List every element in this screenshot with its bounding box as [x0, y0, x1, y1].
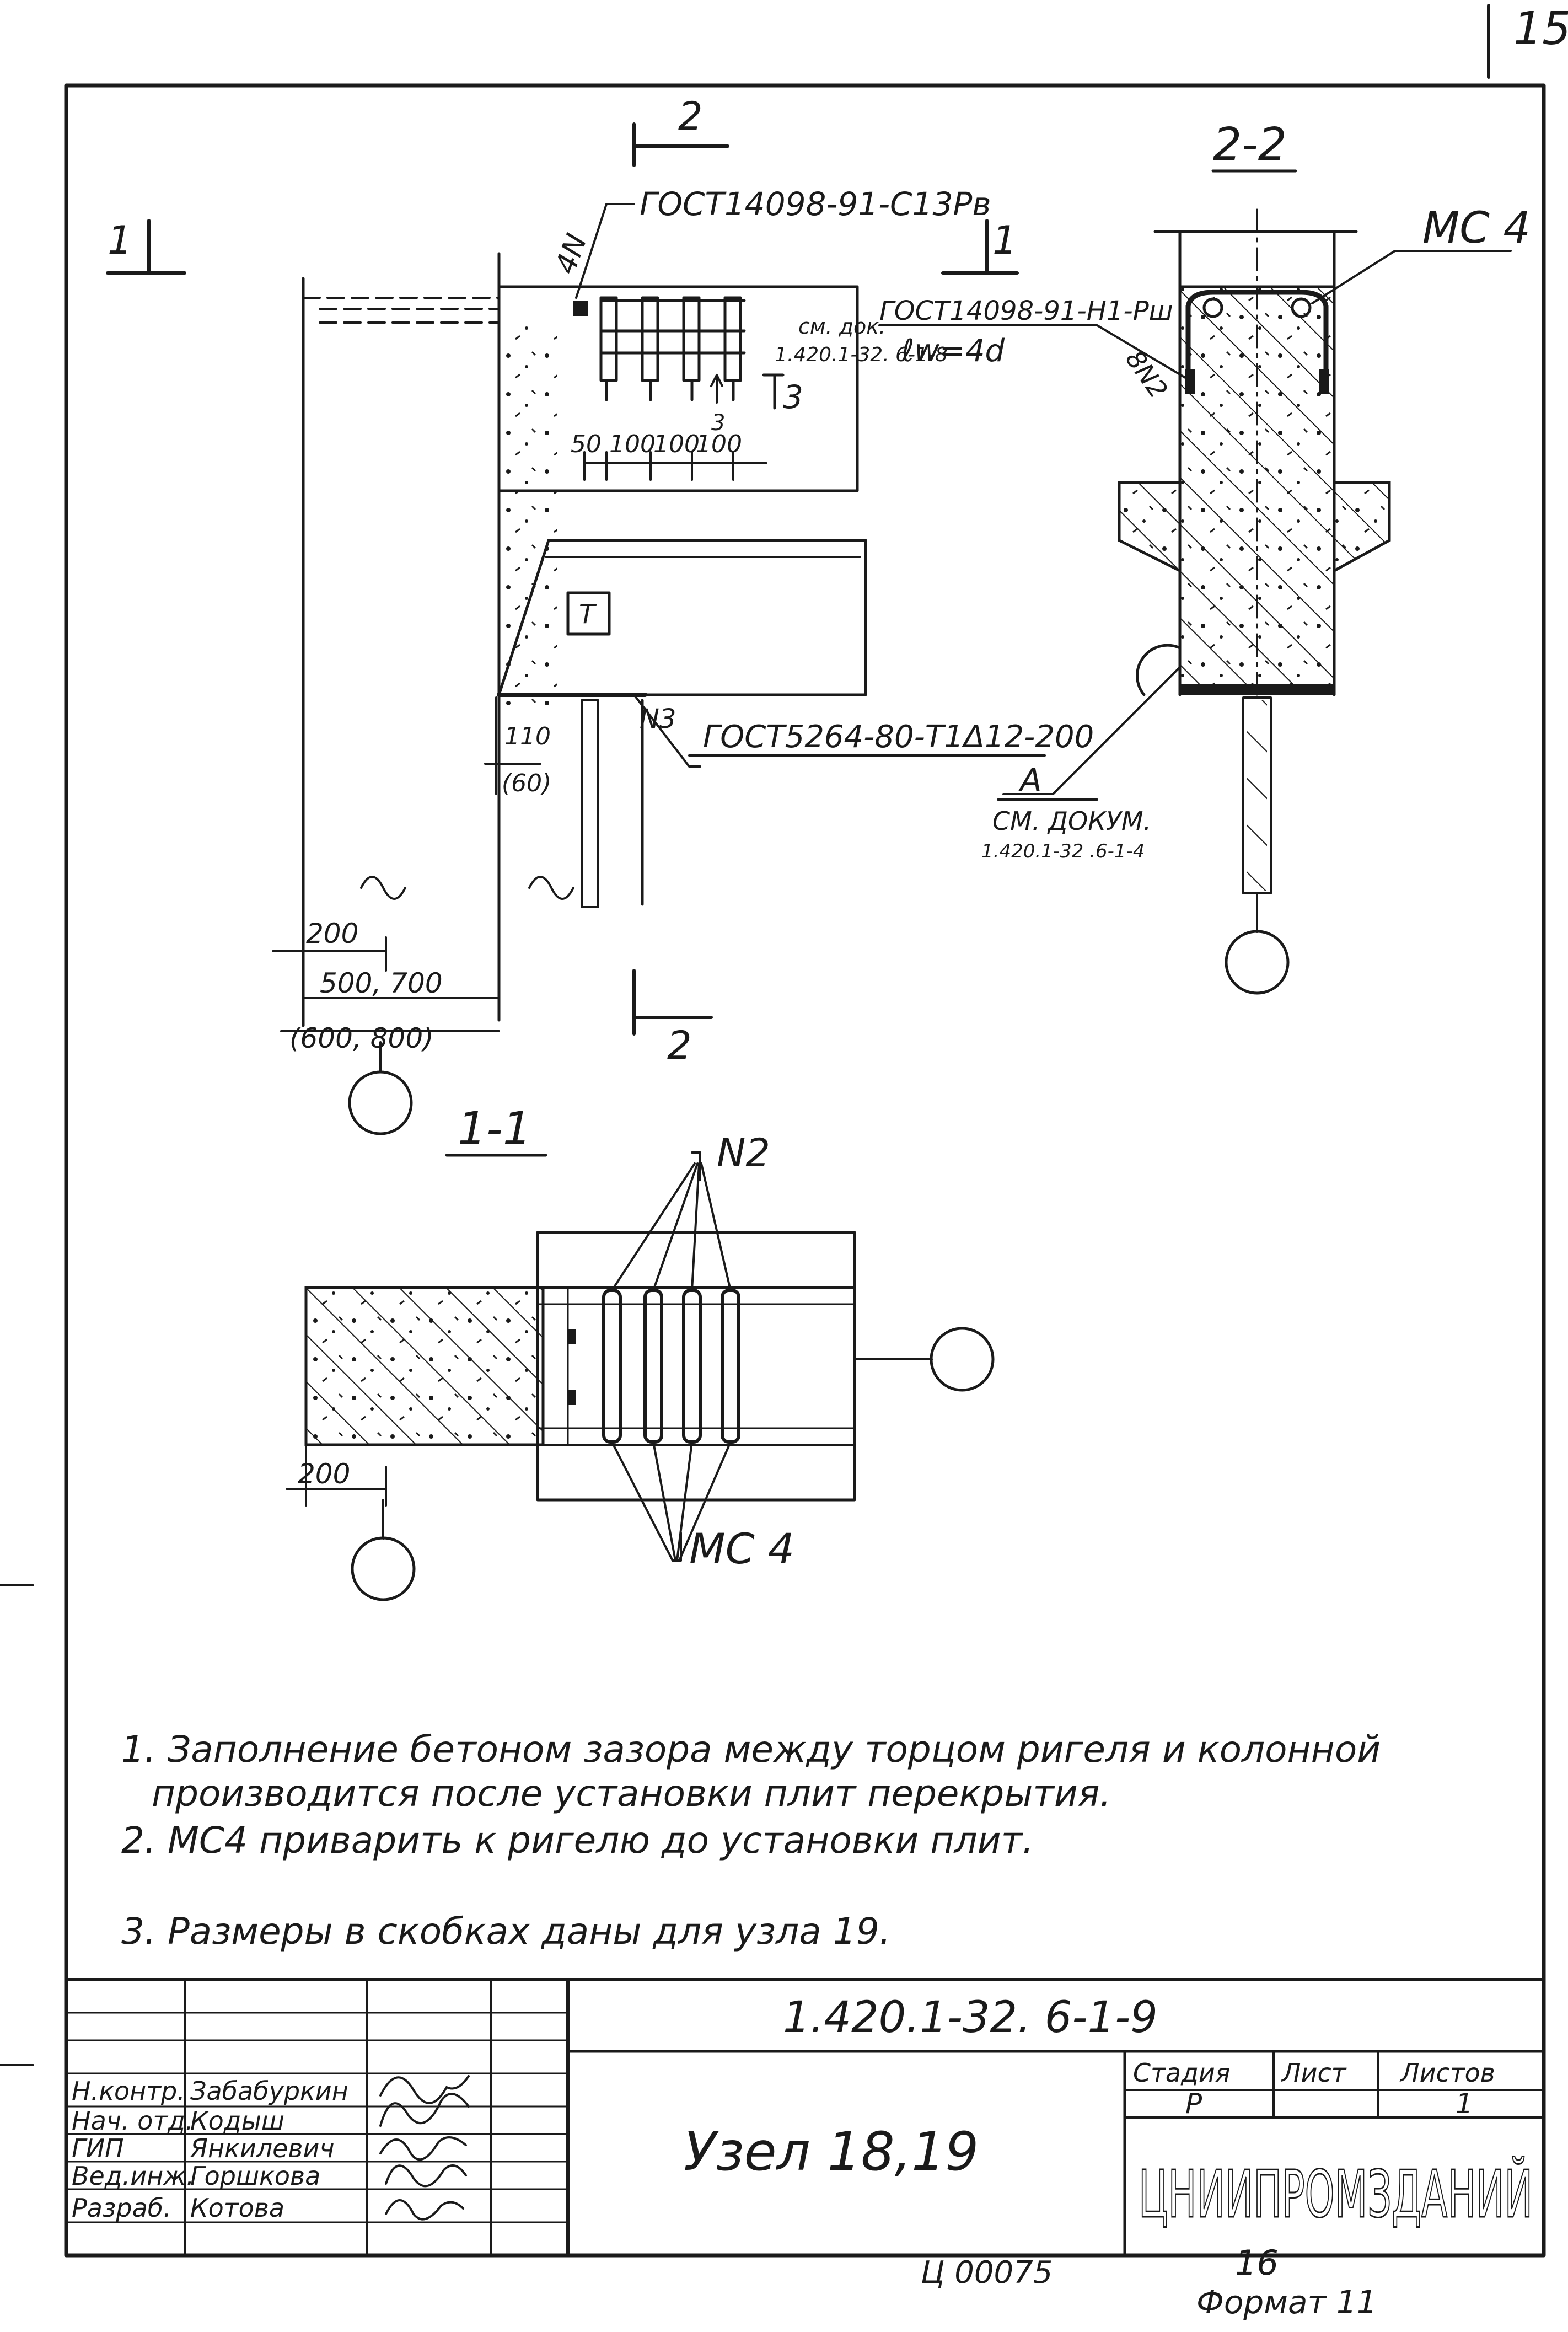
callout-n2: N2 [717, 1130, 770, 1176]
note-2: 2. МС4 приварить к ригелю до установки п… [121, 1819, 1034, 1862]
section-1-marker-left: 1 [108, 218, 132, 263]
dim-600-800: (600, 800) [289, 1022, 434, 1054]
name-2: Кодыш [190, 2106, 284, 2136]
section-2-2-view: 2-2 МС 4 А СМ. ДОКУМ. 1.420.1-32 .6-1-4 [981, 119, 1531, 995]
title-block: 1.420.1-32. 6-1-9 Узел 18,19 Стадия Лист… [65, 1978, 1545, 2257]
note-1-cont: производится после установки плит перекр… [152, 1772, 1111, 1815]
drawing-title: Узел 18,19 [684, 2121, 979, 2183]
callout-see-doc-1: см. док. [798, 314, 885, 339]
section-markers: 2 2 1 1 [106, 94, 1019, 1068]
role-2: Нач. отд. [72, 2106, 194, 2136]
signatures [379, 2075, 470, 2221]
callout-gost-top: ГОСТ14098-91-С13Рв [640, 185, 991, 223]
doc-code: 1.420.1-32. 6-1-9 [783, 1993, 1158, 2042]
axis-bubble-left-top [348, 1070, 413, 1135]
section-1-marker-right: 1 [992, 218, 1017, 263]
dim-110: 110 [504, 722, 551, 750]
axis-bubble-left-bottom [351, 1536, 416, 1601]
callout-4n: 4N [549, 229, 594, 278]
callout-see-doc-1-num: 1.420.1-32. 6-1-8 [775, 344, 948, 366]
name-4: Горшкова [190, 2161, 320, 2191]
name-1: Забабуркин [190, 2076, 348, 2106]
dim-mark-3: 3 [711, 410, 725, 436]
role-3: ГИП [72, 2133, 124, 2163]
dim-100-b: 100 [653, 430, 700, 458]
callout-mc4-top: МС 4 [1422, 203, 1531, 253]
dim-500-700: 500, 700 [320, 967, 443, 999]
callout-mc4-bottom: МС 4 [689, 1524, 794, 1573]
section-3-mark: 3 [783, 378, 803, 416]
elevation-view: Т 3 50 100 100 [272, 185, 1186, 1135]
organization-name: ЦНИИПРОМЗДАНИЙ [1139, 2156, 1533, 2232]
note-3: 3. Размеры в скобках даны для узла 19. [121, 1910, 891, 1953]
format-label: Формат 11 [1196, 2283, 1377, 2321]
sheet-frame [64, 83, 1546, 2258]
inventory-number: Ц 00075 [921, 2255, 1053, 2291]
stage-label: Стадия [1133, 2058, 1230, 2088]
dim-60: (60) [502, 769, 551, 797]
dim-200-top: 200 [306, 918, 358, 950]
dim-100-c: 100 [696, 430, 742, 458]
section-2-marker-bottom: 2 [667, 1023, 692, 1068]
role-4: Вед.инж. [72, 2161, 194, 2191]
callout-n3: N3 [640, 704, 676, 735]
name-5: Котова [190, 2193, 284, 2223]
node-a-label: А [1018, 762, 1042, 799]
role-1: Н.контр. [72, 2076, 185, 2106]
stage-value: Р [1185, 2088, 1202, 2120]
notes: 1. Заполнение бетоном зазора между торцо… [121, 1728, 1381, 1953]
section-2-marker-top: 2 [678, 94, 703, 139]
section-1-1-view: 1-1 N2 МС 4 200 [286, 1103, 995, 1601]
role-5: Разраб. [72, 2193, 171, 2223]
format-number: 16 [1235, 2243, 1279, 2283]
sheets-label: Листов [1399, 2058, 1495, 2088]
page-number: 15 [1513, 3, 1568, 55]
callout-see-doc-2: СМ. ДОКУМ. [992, 806, 1151, 836]
section-2-2-title: 2-2 [1213, 119, 1287, 171]
sheets-value: 1 [1456, 2088, 1473, 2120]
axis-bubble-right [1225, 930, 1290, 995]
dim-200-bottom: 200 [298, 1458, 350, 1490]
sheet-label: Лист [1281, 2058, 1347, 2088]
plate-t-label: Т [579, 599, 597, 630]
note-1: 1. Заполнение бетоном зазора между торцо… [121, 1728, 1381, 1771]
dim-50: 50 [571, 430, 602, 458]
section-1-1-title: 1-1 [458, 1103, 531, 1155]
callout-see-doc-2-num: 1.420.1-32 .6-1-4 [981, 840, 1145, 862]
name-3: Янкилевич [190, 2133, 335, 2163]
callout-weld-length: ℓw=4d [901, 333, 1005, 369]
dim-100-a: 100 [609, 430, 656, 458]
callout-gost-5264: ГОСТ5264-80-Т1Δ12-200 [703, 719, 1094, 755]
callout-gost-h1: ГОСТ14098-91-Н1-Рш [879, 296, 1173, 326]
axis-bubble-middle [930, 1327, 995, 1392]
